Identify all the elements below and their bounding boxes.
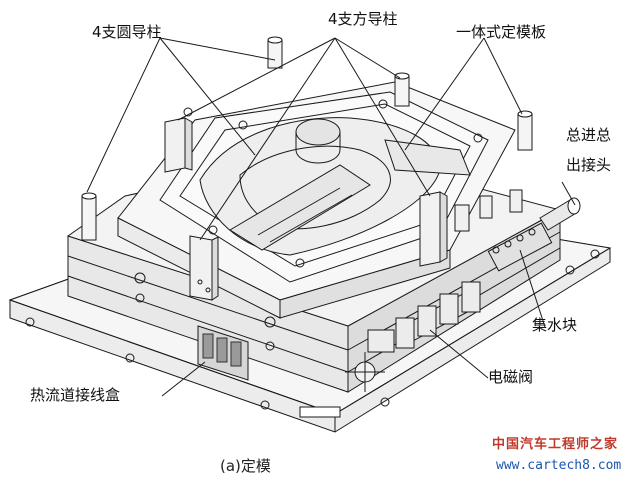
- square-guide-posts: [164, 117, 448, 301]
- water-manifold-blocks: [454, 189, 553, 272]
- label-integral-plate: 一体式定模板: [456, 23, 547, 41]
- round-post-1: [267, 36, 283, 69]
- label-round-guide-posts: 4支圆导柱: [92, 23, 162, 41]
- main-inlet-outlet-connector: [539, 197, 581, 231]
- round-guide-posts: [81, 36, 533, 241]
- leader-lines: [86, 37, 576, 397]
- solenoid-valves: [345, 281, 481, 392]
- round-post-3: [81, 192, 97, 241]
- label-solenoid-valve: 电磁阀: [488, 368, 534, 386]
- hot-runner-junction-box: [197, 325, 249, 381]
- label-hot-runner-box: 热流道接线盒: [30, 386, 121, 404]
- label-water-manifold: 集水块: [532, 316, 578, 334]
- label-main-inlet-outlet-2: 出接头: [566, 156, 612, 174]
- watermark-url: www.cartech8.com: [496, 458, 622, 473]
- label-main-inlet-outlet-1: 总进总: [566, 126, 612, 144]
- watermark-name: 中国汽车工程师之家: [492, 437, 619, 452]
- round-post-2: [517, 110, 533, 151]
- figure-caption: (a)定模: [220, 457, 271, 475]
- label-square-guide-posts: 4支方导柱: [328, 10, 398, 28]
- round-post-4: [394, 72, 410, 107]
